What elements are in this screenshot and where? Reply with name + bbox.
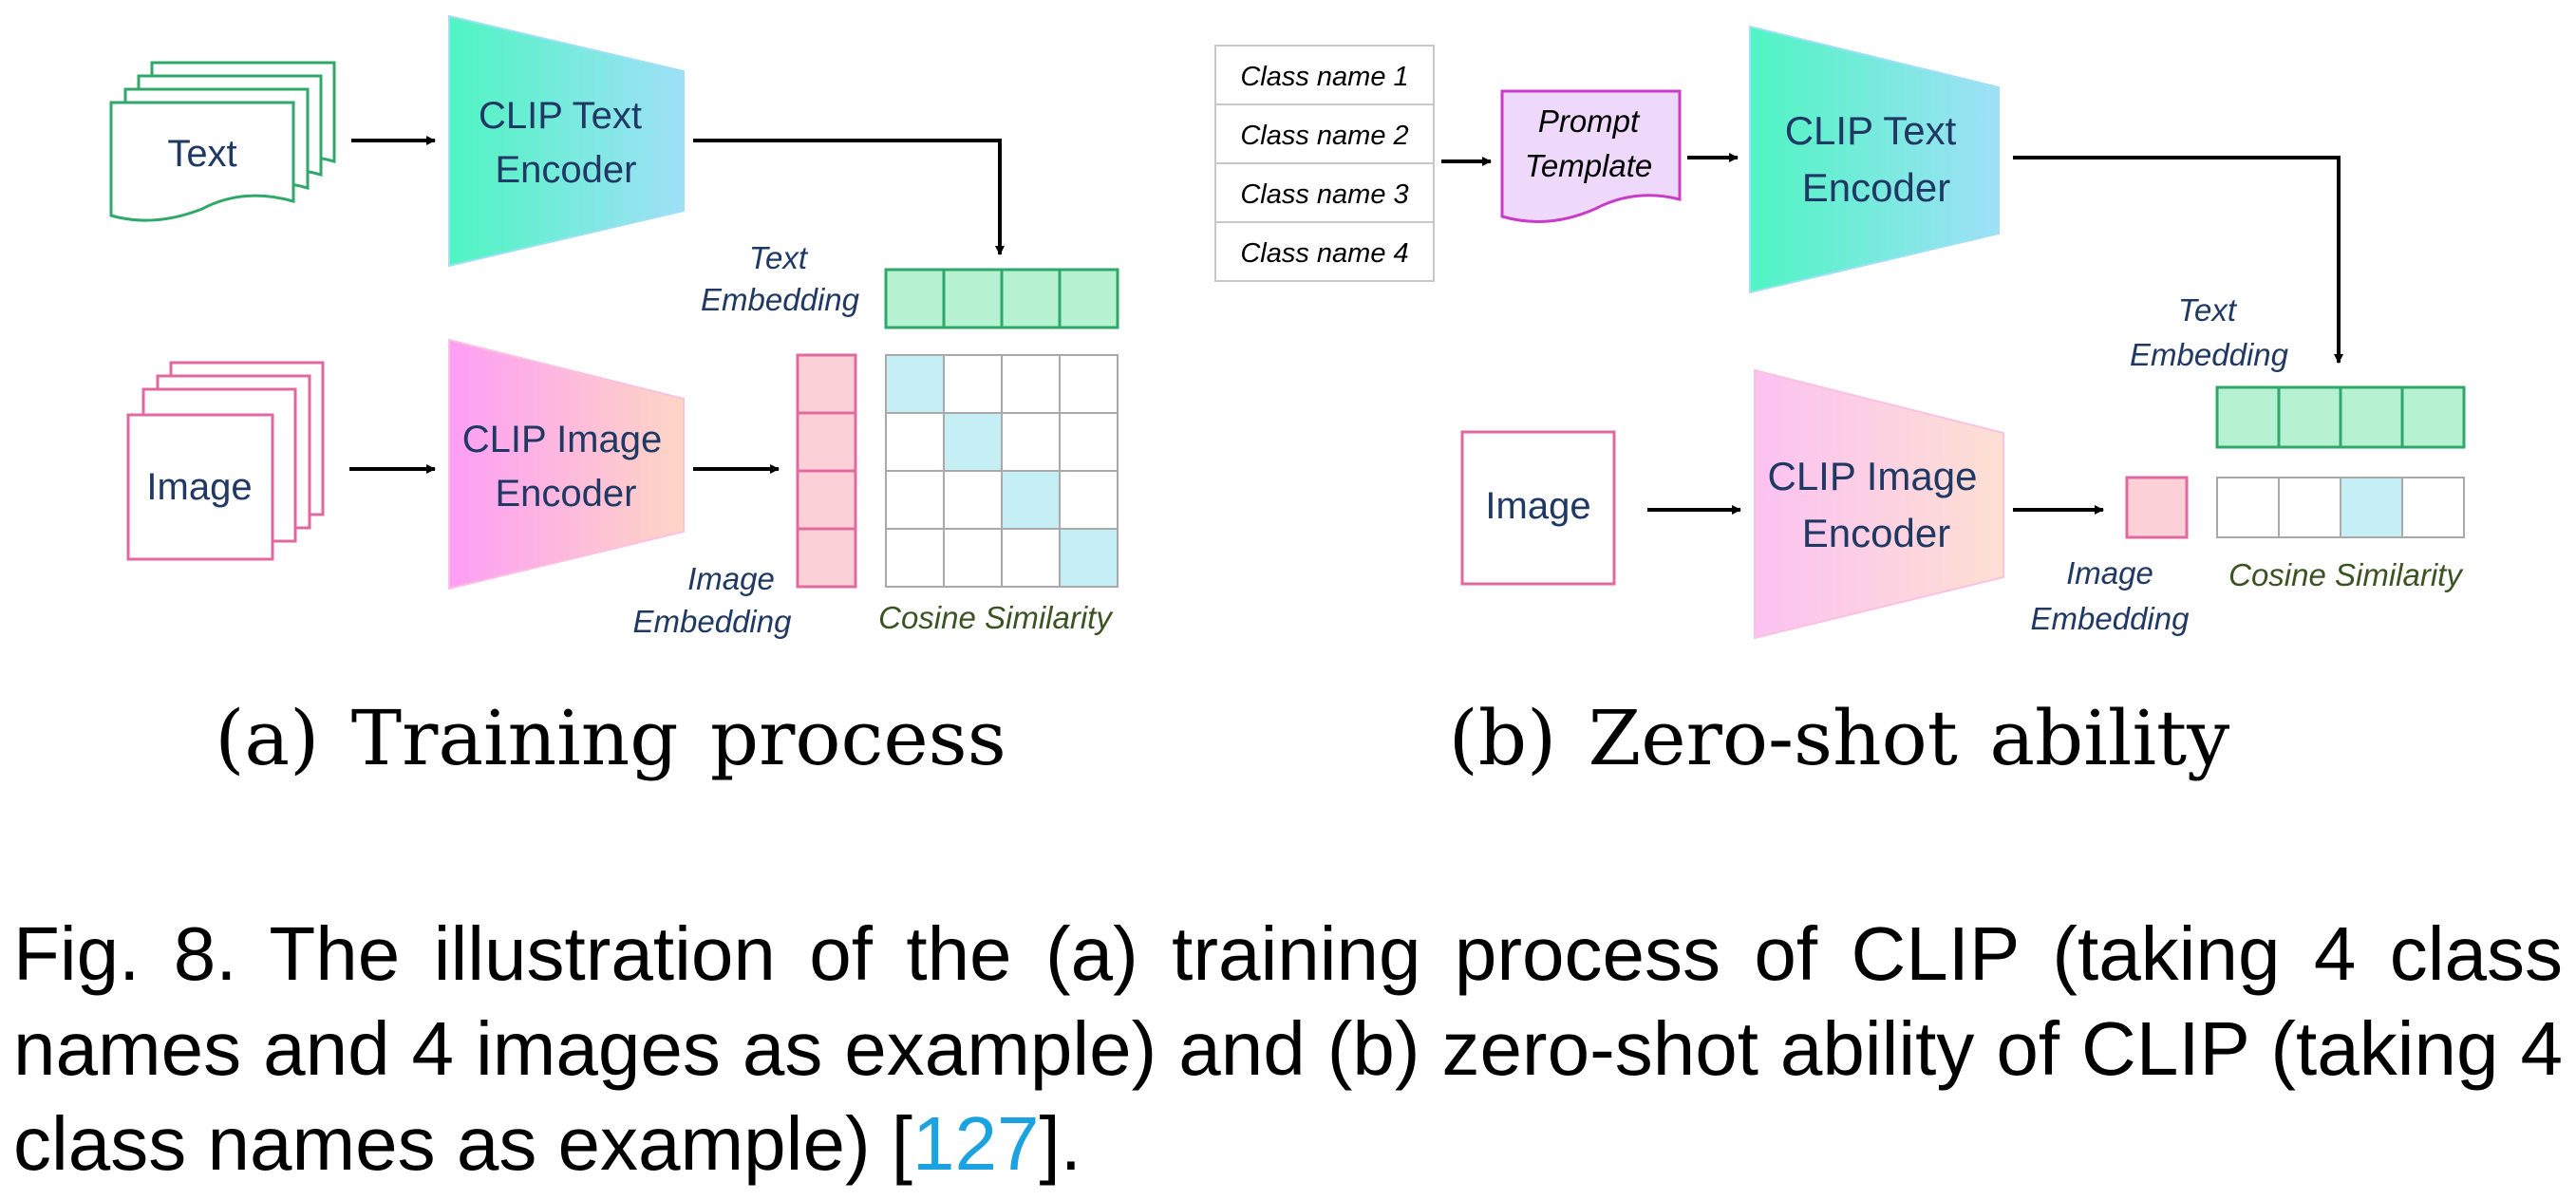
prompt-template-shape <box>1500 89 1682 223</box>
prompt-template-label-2: Template <box>1525 148 1653 183</box>
class-names-table <box>1214 45 1435 282</box>
image-embedding-label-2: Embedding <box>633 604 793 639</box>
panel-a: Text CLIP Text Encoder Text Embedding Im… <box>109 14 1119 782</box>
clip-text-encoder-b-label-2: Encoder <box>1802 165 1950 210</box>
subcaption-a: (a) Training process <box>215 694 1006 782</box>
clip-image-encoder-b-label-2: Encoder <box>1802 511 1950 555</box>
clip-image-encoder-label-2: Encoder <box>496 473 637 515</box>
image-embedding-b-label-1: Image <box>2066 555 2153 591</box>
figure-caption: Fig. 8. The illustration of the (a) trai… <box>13 907 2563 1191</box>
text-embedding-b-label-1: Text <box>2178 292 2238 328</box>
text-embedding-b-label-2: Embedding <box>2130 337 2289 372</box>
text-input-label: Text <box>167 133 236 175</box>
text-documents-stack <box>109 61 336 222</box>
caption-text: Fig. 8. The illustration of the (a) trai… <box>13 911 2563 1186</box>
image-embedding-column <box>796 353 857 589</box>
image-input-b-label: Image <box>1485 485 1590 527</box>
class-name-1: Class name 1 <box>1240 62 1408 92</box>
arrow-encoder-b-to-text-embedding <box>2013 156 2343 364</box>
class-name-2: Class name 2 <box>1240 121 1408 151</box>
image-embedding-label-1: Image <box>687 561 775 596</box>
text-embedding-label-2: Embedding <box>701 282 860 317</box>
clip-text-encoder-shape <box>448 14 685 268</box>
image-embedding-b-cell <box>2125 476 2189 539</box>
clip-text-encoder-label-1: CLIP Text <box>479 95 642 137</box>
similarity-matrix <box>885 354 1119 588</box>
text-embedding-label-1: Text <box>749 240 809 275</box>
subcaption-b: (b) Zero-shot ability <box>1449 694 2230 782</box>
prompt-template-label-1: Prompt <box>1538 103 1641 139</box>
image-input-b-box <box>1460 430 1616 586</box>
image-embedding-b-label-2: Embedding <box>2031 601 2191 636</box>
similarity-row-b <box>2216 477 2465 538</box>
clip-image-encoder-b-label-1: CLIP Image <box>1767 454 1977 498</box>
clip-image-encoder-shape <box>448 338 685 591</box>
clip-text-encoder-b-label-1: CLIP Text <box>1785 108 1957 153</box>
image-cards-stack <box>126 361 325 561</box>
citation-link[interactable]: 127 <box>912 1101 1040 1186</box>
cosine-similarity-label-a: Cosine Similarity <box>878 600 1114 635</box>
text-embedding-b-row <box>2215 385 2466 449</box>
arrow-encoder-to-text-embedding <box>693 139 1005 255</box>
class-name-4: Class name 4 <box>1240 238 1408 269</box>
clip-image-encoder-b-shape <box>1754 368 2004 640</box>
clip-text-encoder-label-2: Encoder <box>496 149 637 191</box>
clip-diagram: Text CLIP Text Encoder Text Embedding Im… <box>109 14 2466 782</box>
clip-image-encoder-label-1: CLIP Image <box>462 419 663 460</box>
image-input-label: Image <box>146 466 252 508</box>
panel-b: Class name 1 Class name 2 Class name 3 C… <box>1214 25 2466 782</box>
cosine-similarity-label-b: Cosine Similarity <box>2228 557 2464 592</box>
caption-end: ]. <box>1039 1101 1081 1186</box>
class-name-3: Class name 3 <box>1240 179 1408 210</box>
clip-text-encoder-b-shape <box>1749 25 2000 294</box>
text-embedding-row <box>884 268 1119 329</box>
